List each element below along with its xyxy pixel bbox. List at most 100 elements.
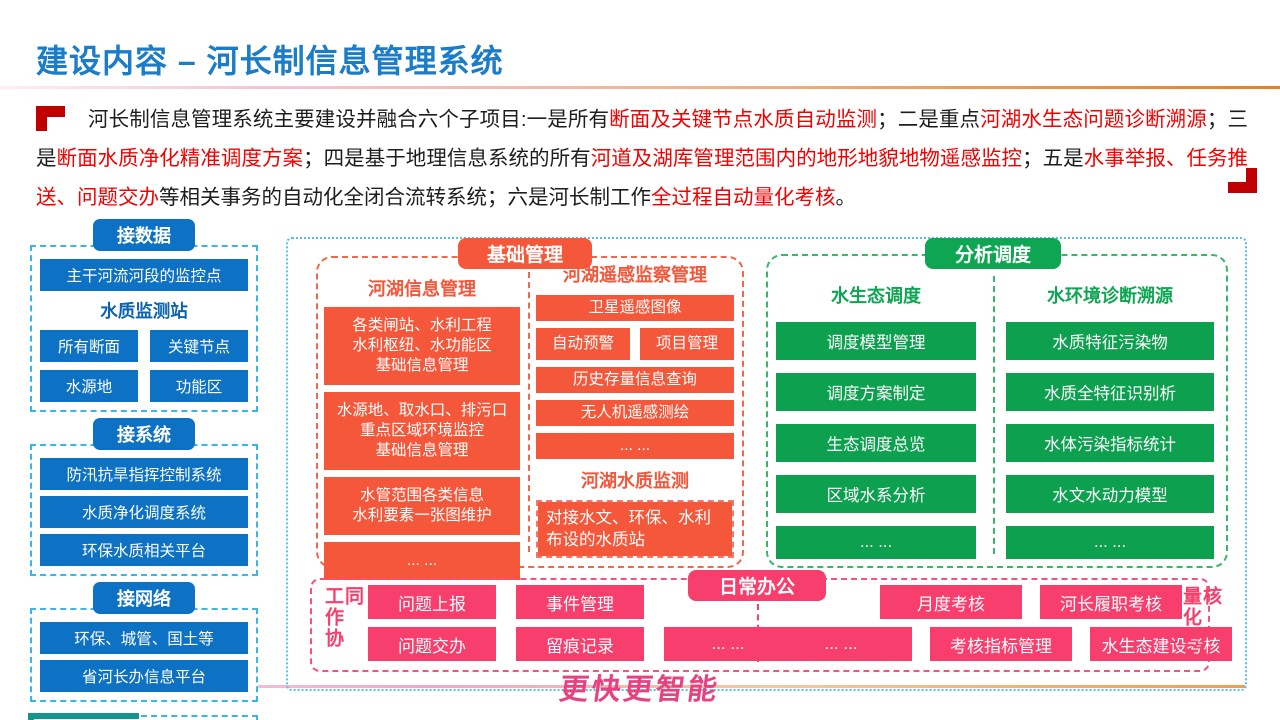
- intro-segment: ；三是: [36, 108, 1249, 170]
- footer-gradient-rule: [75, 685, 1245, 688]
- station-grid-item: 所有断面: [40, 330, 138, 362]
- network-item: 环保、城管、国土等: [40, 622, 248, 654]
- warning-project-row: 自动预警项目管理: [536, 328, 734, 360]
- intro-segment: 河道及湖库管理范围内的地形地貌地物遥感监控: [590, 147, 1023, 170]
- remote-sensing-column: 河湖遥感监察管理 卫星遥感图像 自动预警项目管理 历史存量信息查询无人机遥感测绘…: [536, 264, 734, 558]
- collab-row-1: 问题上报事件管理: [368, 585, 792, 619]
- pair-item: 项目管理: [640, 328, 734, 360]
- red-corner-bracket-bottom-right: [1228, 168, 1257, 193]
- system-item: 环保水质相关平台: [40, 534, 248, 566]
- analysis-header: 分析调度: [925, 238, 1061, 269]
- eco-item: ... ...: [776, 526, 976, 559]
- eco-column-title: 水生态调度: [831, 286, 921, 306]
- env-item: 水体污染指标统计: [1006, 424, 1214, 462]
- collab-item: 留痕记录: [516, 627, 644, 661]
- access-system-group: 接系统 防汛抗旱指挥控制系统水质净化调度系统环保水质相关平台: [30, 418, 258, 576]
- intro-segment: 等相关事务的自动化全闭合流转系统；六是河长制工作: [159, 186, 651, 209]
- intro-segment: ；四是基于地理信息系统的所有: [303, 147, 591, 170]
- station-label: 水质监测站: [100, 301, 188, 321]
- access-data-header: 接数据: [93, 219, 195, 251]
- access-system-header: 接系统: [93, 418, 195, 450]
- access-data-group: 接数据 主干河流河段的监控点 水质监测站 所有断面关键节点水源地功能区: [30, 219, 258, 412]
- intro-segment: 河湖水生态问题诊断溯源: [980, 108, 1207, 131]
- collab-row-2: 问题交办留痕记录... ...: [368, 627, 792, 661]
- info-item: 水管范围各类信息 水利要素一张图维护: [324, 477, 520, 535]
- river-lake-info-column: 河湖信息管理 各类闸站、水利工程 水利枢纽、水功能区 基础信息管理水源地、取水口…: [324, 278, 520, 580]
- eco-items: 调度模型管理调度方案制定生态调度总览区域水系分析... ...: [776, 322, 976, 559]
- info-item: 各类闸站、水利工程 水利枢纽、水功能区 基础信息管理: [324, 307, 520, 385]
- assess-item: 考核指标管理: [930, 627, 1072, 661]
- eco-scheduling-column: 水生态调度 调度模型管理调度方案制定生态调度总览区域水系分析... ...: [776, 282, 976, 559]
- satellite-image-box: 卫星遥感图像: [536, 295, 734, 321]
- assess-row-2: ... ...考核指标管理水生态建设考核: [770, 627, 1232, 661]
- env-items: 水质特征污染物水质全特征识别析水体污染指标统计水文水动力模型 ... ...: [1006, 322, 1214, 559]
- access-network-group: 接网络 环保、城管、国土等省河长办信息平台: [30, 582, 258, 702]
- daily-office-divider: [757, 604, 759, 662]
- basic-management-divider: [528, 272, 530, 552]
- water-quality-station-box: 对接水文、环保、水利布设的水质站: [538, 502, 732, 556]
- eco-item: 区域水系分析: [776, 475, 976, 513]
- teal-corner-top-left: [28, 713, 139, 720]
- intro-segment: 全过程自动量化考核: [651, 186, 836, 209]
- remote-item: 历史存量信息查询: [536, 367, 734, 393]
- collab-item: 问题交办: [368, 627, 496, 661]
- red-corner-bracket-top-left: [36, 106, 65, 131]
- info-item: 水源地、取水口、排污口 重点区域环境监控 基础信息管理: [324, 392, 520, 470]
- intro-segment: 断面水质净化精准调度方案: [56, 147, 304, 170]
- system-item: 水质净化调度系统: [40, 496, 248, 528]
- assessment-vertical-label: 量化考核: [1180, 586, 1221, 649]
- station-grid-item: 功能区: [150, 370, 248, 402]
- access-system-body: 防汛抗旱指挥控制系统水质净化调度系统环保水质相关平台: [30, 444, 258, 576]
- page-title: 建设内容 – 河长制信息管理系统: [36, 43, 504, 79]
- access-network-header: 接网络: [93, 582, 195, 614]
- assess-item: 河长履职考核: [1040, 585, 1182, 619]
- station-grid-item: 水源地: [40, 370, 138, 402]
- assessment-rows: 月度考核河长履职考核 ... ...考核指标管理水生态建设考核: [770, 585, 1232, 661]
- intro-segment: 。: [835, 186, 857, 209]
- station-grid-item: 关键节点: [150, 330, 248, 362]
- water-quality-station-wrap: 对接水文、环保、水利布设的水质站: [536, 500, 734, 558]
- intro-segment: ；五是: [1022, 147, 1084, 170]
- info-item: ... ...: [324, 542, 520, 580]
- access-network-body: 环保、城管、国土等省河长办信息平台: [30, 608, 258, 702]
- env-item: 水文水动力模型: [1006, 475, 1214, 513]
- remote-item: ... ...: [536, 433, 734, 459]
- system-item: 防汛抗旱指挥控制系统: [40, 458, 248, 490]
- env-diagnosis-column: 水环境诊断溯源 水质特征污染物水质全特征识别析水体污染指标统计水文水动力模型..…: [1006, 282, 1214, 559]
- remote-item: 无人机遥感测绘: [536, 400, 734, 426]
- title-gradient-rule: [0, 86, 1280, 89]
- assess-item: 月度考核: [880, 585, 1022, 619]
- intro-segment: 断面及关键节点水质自动监测: [609, 108, 878, 131]
- remote-column-title: 河湖遥感监察管理: [563, 265, 707, 285]
- remote-list: 历史存量信息查询无人机遥感测绘 ... ...: [536, 367, 734, 459]
- system-outer-frame: [286, 237, 1247, 691]
- station-grid: 所有断面关键节点水源地功能区: [40, 330, 248, 402]
- daily-office-header: 日常办公: [688, 570, 826, 601]
- slogan-text: 更快更智能: [557, 674, 722, 706]
- intro-segment: ；二是重点: [877, 108, 981, 131]
- eco-item: 调度方案制定: [776, 373, 976, 411]
- intro-segment: 河长制信息管理系统主要建设并融合六个子项目:一是所有: [88, 108, 610, 131]
- pair-item: 自动预警: [536, 328, 630, 360]
- env-item: ... ...: [1006, 526, 1214, 559]
- access-data-body: 主干河流河段的监控点 水质监测站 所有断面关键节点水源地功能区: [30, 245, 258, 412]
- info-column-title: 河湖信息管理: [368, 279, 476, 299]
- env-item: 水质特征污染物: [1006, 322, 1214, 360]
- water-quality-subtitle: 河湖水质监测: [581, 471, 689, 491]
- network-item: 省河长办信息平台: [40, 660, 248, 692]
- info-column-items: 各类闸站、水利工程 水利枢纽、水功能区 基础信息管理水源地、取水口、排污口 重点…: [324, 307, 520, 580]
- intro-segment: 水事举报、任务推送、问题交办: [36, 147, 1249, 209]
- env-item: 水质全特征识别析: [1006, 373, 1214, 411]
- access-panel: 接数据 主干河流河段的监控点 水质监测站 所有断面关键节点水源地功能区 接系统 …: [28, 219, 258, 720]
- collab-item: 问题上报: [368, 585, 496, 619]
- assess-item: ... ...: [770, 627, 912, 661]
- collaboration-rows: 问题上报事件管理 问题交办留痕记录... ...: [368, 585, 792, 661]
- remote-sensing-receive-platform: 遥感信息接收平台: [28, 713, 258, 720]
- assess-row-1: 月度考核河长履职考核: [880, 585, 1232, 619]
- analysis-divider: [993, 276, 995, 554]
- basic-management-header: 基础管理: [458, 238, 592, 269]
- env-column-title: 水环境诊断溯源: [1047, 286, 1173, 306]
- collaboration-vertical-label: 工作协同: [322, 586, 363, 649]
- monitor-point-box: 主干河流河段的监控点: [40, 259, 248, 291]
